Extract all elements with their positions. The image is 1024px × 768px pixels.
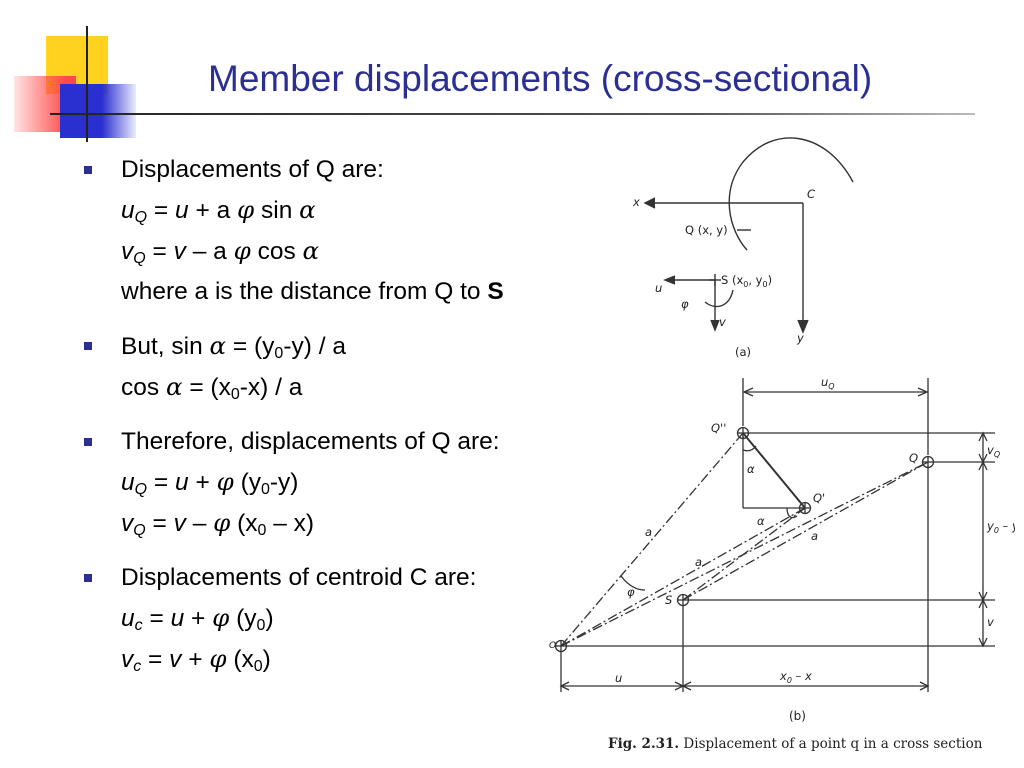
phi-label: φ <box>627 585 635 599</box>
line-o-q-prime <box>560 507 806 647</box>
y-arrow-top <box>978 460 988 471</box>
diagram-a: x C Q (x, y) S (x0, y0) u v φ y (a) <box>632 137 854 359</box>
s-label: S <box>665 593 672 607</box>
q-prime-label: Q' <box>813 491 825 505</box>
equation-vq-final: vQ = v – φ (x0 – x) <box>121 508 315 539</box>
v-label: v <box>719 315 726 329</box>
vq-label: vQ <box>987 443 1000 459</box>
cross-section-curve <box>728 137 854 251</box>
v-arrowhead <box>710 319 720 332</box>
v-arrow-bottom <box>978 637 988 648</box>
bullet-centroid: Displacements of centroid C are: uc = u … <box>84 558 644 680</box>
diagram-b-caption: (b) <box>789 709 806 723</box>
x-arrow-l <box>681 681 692 691</box>
equation-cos-alpha: cos α = (x0-x) / a <box>121 372 303 403</box>
x-diff-label: x0 – x <box>779 669 812 685</box>
equation-uq-final: uQ = u + φ (y0-y) <box>121 467 299 498</box>
point-q-label: Q (x, y) <box>685 223 728 237</box>
q-label: Q <box>909 451 918 465</box>
y-axis-arrowhead <box>797 319 809 334</box>
bullet-heading: Displacements of Q are: <box>121 156 384 183</box>
diagram-b: uQ Q'' Q Q' S O vQ y0 – y v u x0 – x a a… <box>549 375 1015 723</box>
figure-caption: Fig. 2.31. Displacement of a point q in … <box>608 736 983 752</box>
bullet-therefore: Therefore, displacements of Q are: uQ = … <box>84 422 644 544</box>
uq-arrow-left <box>742 387 754 397</box>
alpha-label-top: α <box>747 462 755 476</box>
logo-vertical-line <box>86 26 88 142</box>
bullet-list: Displacements of Q are: uQ = u + a φ sin… <box>84 150 644 694</box>
equation-uc: uc = u + φ (y0) <box>121 603 274 634</box>
line-s-q-prime <box>682 507 806 601</box>
a-label-middle: a <box>695 555 702 569</box>
segment-qdd-qp <box>742 432 806 509</box>
equation-vc: vc = v + φ (x0) <box>121 644 271 675</box>
v-label: v <box>987 615 994 629</box>
slide-title: Member displacements (cross-sectional) <box>208 58 873 99</box>
u-arrow-l <box>559 681 570 691</box>
line-s-q <box>682 461 929 601</box>
phi-arc <box>620 575 646 591</box>
alpha-label-bottom: α <box>757 514 765 528</box>
equation-vq: vQ = v – a φ cos α <box>121 236 320 267</box>
o-label: O <box>549 641 556 651</box>
alpha-arc-top <box>742 445 757 452</box>
phi-label: φ <box>681 297 689 311</box>
a-label-upper: a <box>645 525 652 539</box>
u-label: u <box>615 671 622 685</box>
centroid-label: C <box>807 187 815 201</box>
x-arrow-r <box>919 681 930 691</box>
u-label: u <box>655 281 662 295</box>
equation-uq: uQ = u + a φ sin α <box>121 195 316 226</box>
uq-arrow-right <box>917 387 929 397</box>
bullet-displacements-q: Displacements of Q are: uQ = u + a φ sin… <box>84 150 644 312</box>
uq-label: uQ <box>821 375 835 391</box>
logo-blue-square <box>60 84 136 138</box>
diagram-a-caption: (a) <box>735 345 751 359</box>
q-double-label: Q'' <box>711 421 726 435</box>
x-axis-label: x <box>632 195 640 209</box>
bullet-heading: Displacements of centroid C are: <box>121 564 477 591</box>
vq-arrow-top <box>978 431 988 442</box>
y-axis-label: y <box>796 331 804 345</box>
bullet-heading: Therefore, displacements of Q are: <box>121 428 500 455</box>
point-s-label: S (x0, y0) <box>721 273 772 289</box>
a-label-lower: a <box>811 529 818 543</box>
equation-sin-alpha: But, sin α = (y0-y) / a <box>121 331 346 362</box>
phi-arc <box>704 289 734 308</box>
alpha-arc-bottom <box>786 507 798 519</box>
y-diff-label: y0 – y <box>986 519 1015 535</box>
v-arrow-top <box>978 598 988 609</box>
bullet-trig-relations: But, sin α = (y0-y) / a cos α = (x0-x) /… <box>84 326 644 408</box>
u-arrowhead <box>663 275 676 285</box>
line-o-q-double <box>560 432 744 647</box>
distance-note: where a is the distance from Q to S <box>121 278 504 305</box>
title-divider <box>50 113 975 115</box>
x-axis-arrowhead <box>643 197 656 209</box>
